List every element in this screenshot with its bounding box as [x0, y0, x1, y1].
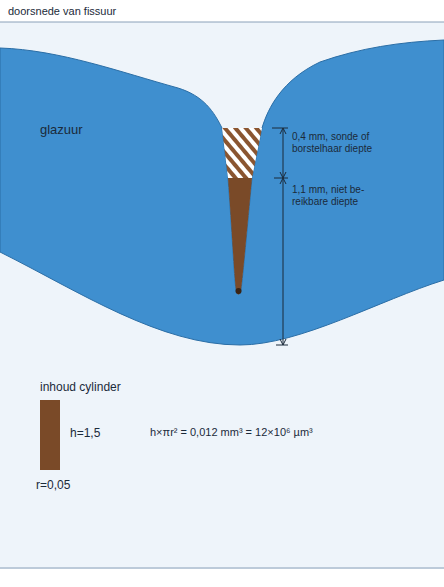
dimension-line	[272, 128, 288, 345]
header-rule	[0, 22, 444, 23]
depth-label: 0,4 mm, sonde of borstelhaar diepte	[292, 131, 410, 155]
section-heading: inhoud cylinder	[40, 380, 240, 394]
material-label: glazuur	[40, 122, 160, 138]
diagram-title: doorsnede van fissuur	[8, 5, 308, 18]
cylinder	[40, 400, 60, 470]
fissure-tip	[236, 288, 242, 294]
unreachable-deposit	[228, 178, 252, 295]
footer-band	[0, 569, 444, 587]
header-band	[0, 0, 444, 22]
dimension-label: h=1,5	[70, 426, 140, 440]
formula: h×πr² = 0,012 mm³ = 12×10⁶ µm³	[150, 426, 430, 439]
depth-label: 1,1 mm, niet be- reikbare diepte	[292, 184, 384, 208]
dimension-label: r=0,05	[36, 478, 116, 492]
probe-depth-hatch	[222, 128, 262, 178]
enamel	[0, 40, 444, 345]
footer-rule	[0, 568, 444, 569]
